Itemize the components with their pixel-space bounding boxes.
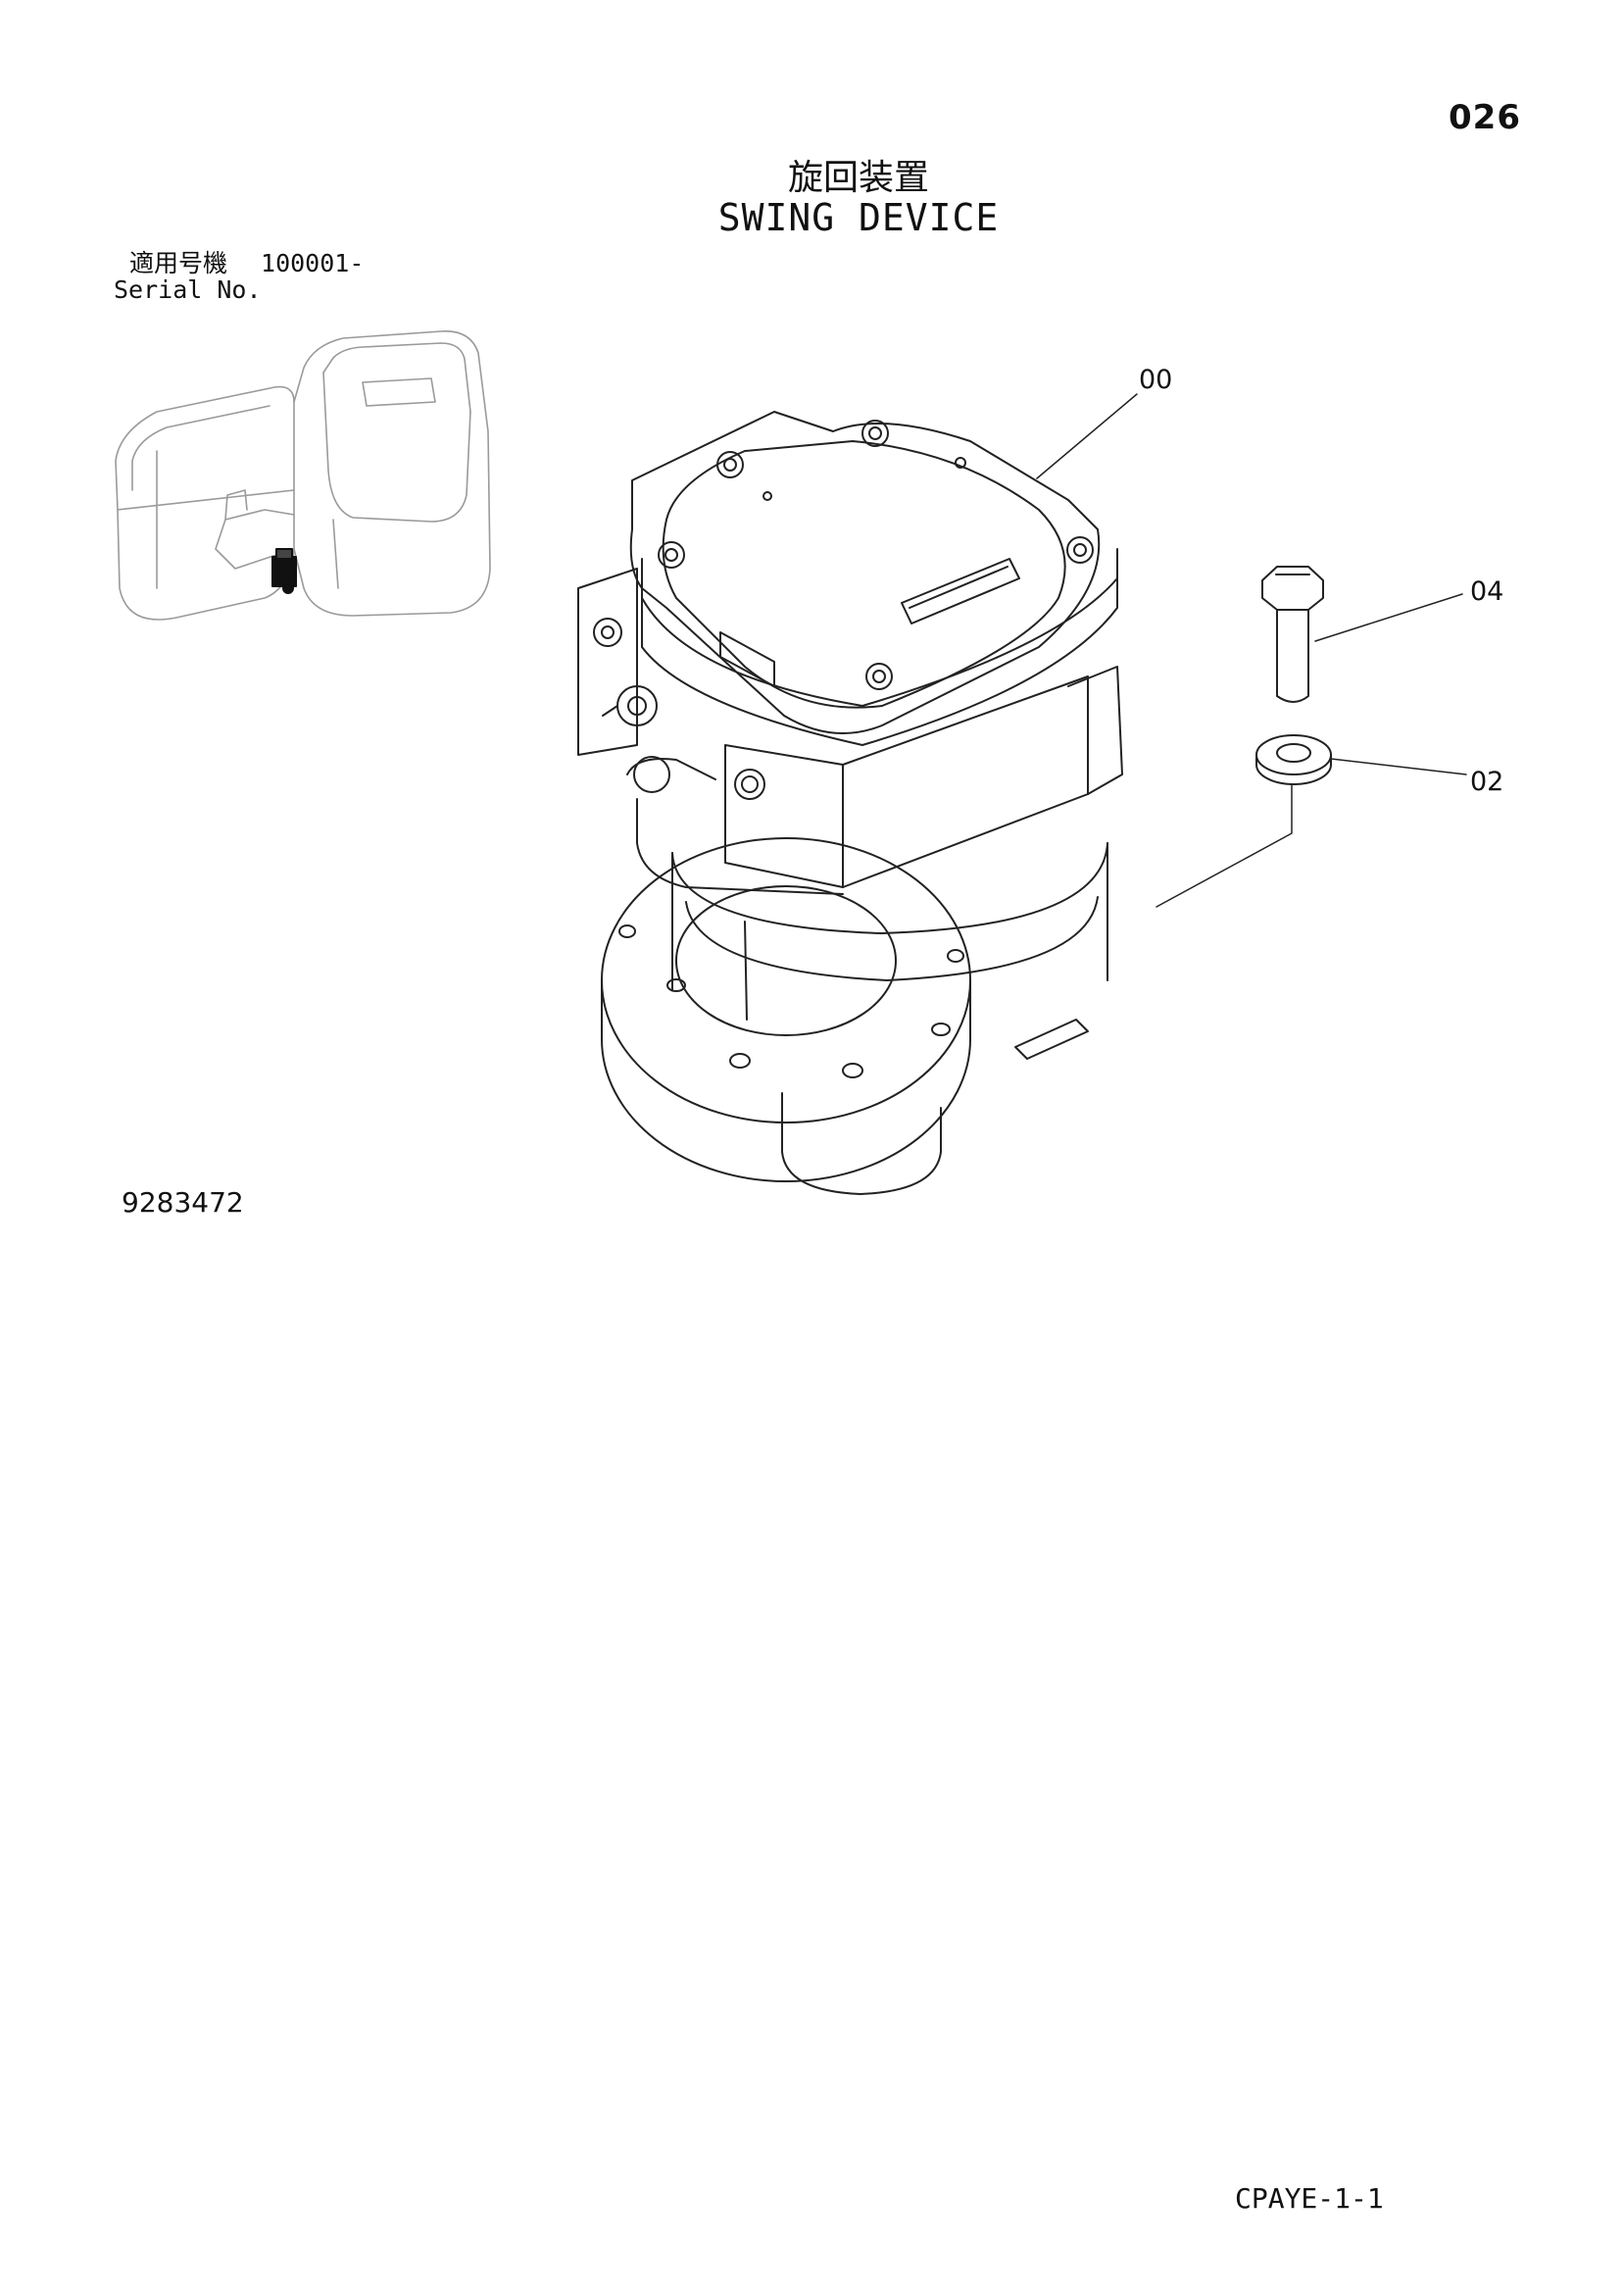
page-title-english: SWING DEVICE [717, 196, 1000, 239]
callout-label-02: 02 [1470, 767, 1504, 797]
bolt-part-icon [1261, 566, 1324, 703]
exploded-parts-drawing [115, 330, 1467, 1195]
page-number: 026 [1449, 98, 1521, 137]
serial-label-japanese: 適用号機 [129, 249, 228, 277]
assembly-part-number: 9283472 [122, 1186, 244, 1219]
callout-leader-lines [1036, 393, 1467, 908]
washer-part-icon [1255, 734, 1332, 785]
serial-label-english: Serial No. [114, 275, 262, 304]
swing-device-location-marker-icon [271, 548, 297, 594]
callout-label-04: 04 [1470, 576, 1504, 607]
machine-locator-thumbnail [115, 330, 491, 621]
serial-number-block: 適用号機 100001- Serial No. [114, 250, 364, 303]
page-title-japanese: 旋回装置 [787, 158, 929, 198]
callout-label-00: 00 [1139, 365, 1173, 395]
swing-device-assembly [577, 411, 1123, 1195]
document-code: CPAYE-1-1 [1235, 2182, 1384, 2215]
serial-value: 100001- [261, 249, 365, 277]
